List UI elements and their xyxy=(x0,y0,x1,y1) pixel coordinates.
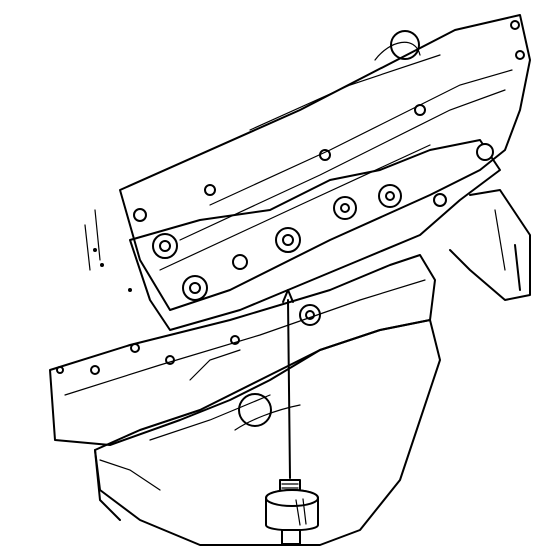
mount-bracket xyxy=(449,189,531,301)
engine-block xyxy=(119,14,531,311)
left-edge-detail xyxy=(56,209,132,374)
sensor-component xyxy=(265,479,319,545)
install-arrow xyxy=(282,289,294,479)
cylinder-port-row xyxy=(129,139,501,331)
oil-pan xyxy=(49,254,441,546)
